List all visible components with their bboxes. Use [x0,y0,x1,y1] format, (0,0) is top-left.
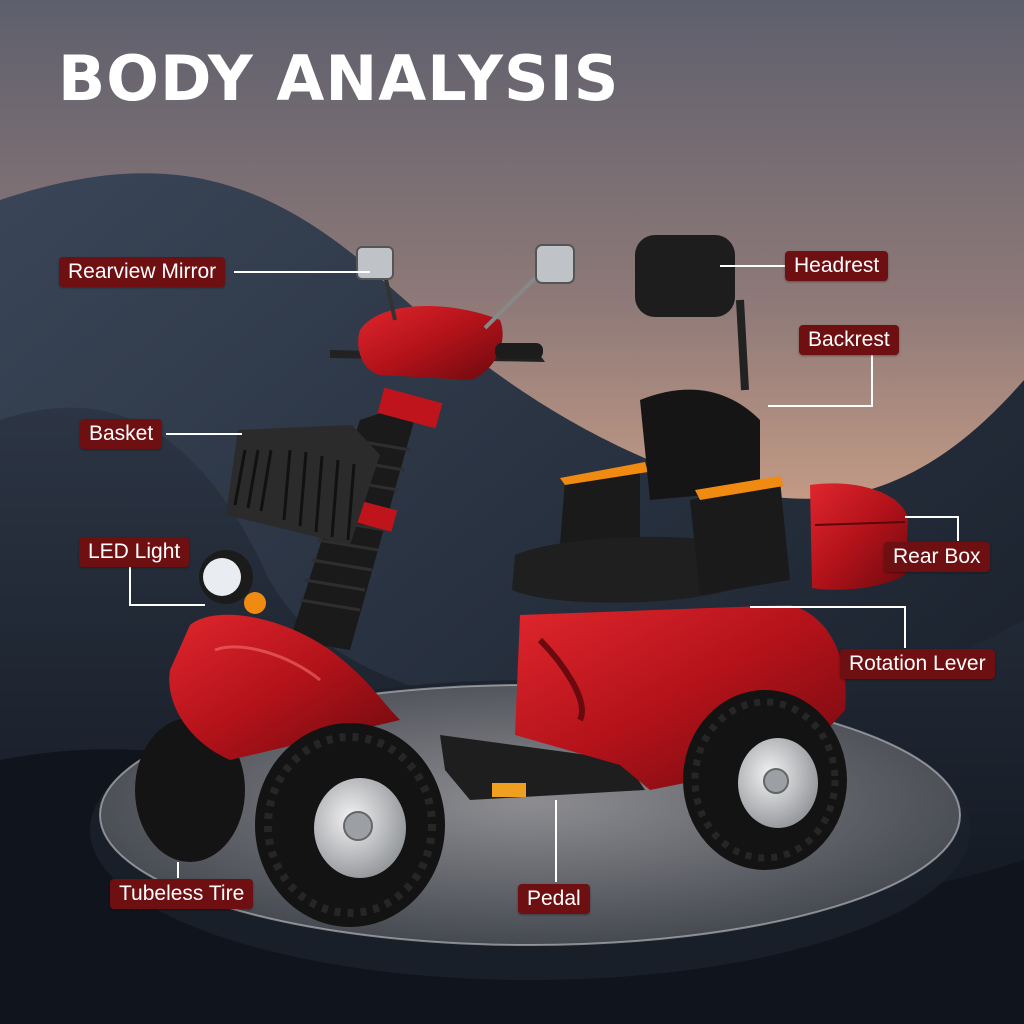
handlebar-console [358,306,503,380]
label-tubeless-tire: Tubeless Tire [110,879,254,909]
foot-deck [440,735,645,800]
callout-lines [129,265,959,882]
rearview-mirror-right [535,244,575,284]
throttle-grip [495,343,543,359]
label-led-light: LED Light [79,537,190,567]
rear-box [810,483,908,590]
backrest [640,389,760,500]
label-headrest: Headrest [785,251,889,281]
rearview-mirror-left [356,246,394,280]
label-pedal: Pedal [518,884,590,914]
label-rearview-mirror: Rearview Mirror [59,257,226,287]
label-rear-box: Rear Box [884,542,990,572]
mobility-scooter [135,235,908,927]
label-basket: Basket [80,419,163,449]
label-rotation-lever: Rotation Lever [840,649,995,679]
label-backrest: Backrest [799,325,899,355]
seat-cushion [512,536,745,603]
page-title: BODY ANALYSIS [58,42,620,115]
headrest [635,235,735,317]
